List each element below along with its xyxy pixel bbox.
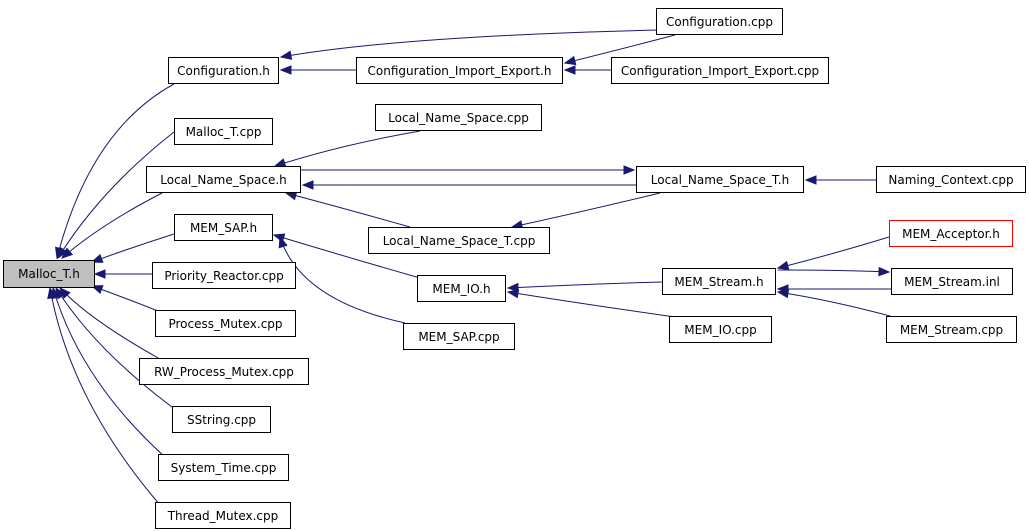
node-process-mutex-cpp[interactable]: Process_Mutex.cpp [155,310,296,337]
edge-thread-mutex-cpp-to-malloc-t-h [49,287,161,506]
edge-mem-acceptor-h-to-mem-stream-h [777,236,890,269]
node-sstring-cpp[interactable]: SString.cpp [172,406,271,433]
node-local-name-space-t-cpp[interactable]: Local_Name_Space_T.cpp [368,227,550,254]
arrowhead-configuration-h [279,65,292,75]
node-mem-sap-h[interactable]: MEM_SAP.h [174,214,273,241]
arrowhead-mem-stream-h [776,288,790,299]
arrowhead-malloc-t-h [60,247,74,259]
edge-mem-io-h-to-mem-sap-h [273,234,421,279]
arrowhead-mem-sap-h [278,235,288,249]
arrowhead-mem-io-h [506,288,520,299]
node-mem-io-h[interactable]: MEM_IO.h [417,275,506,302]
node-naming-context-cpp[interactable]: Naming_Context.cpp [876,166,1026,193]
node-priority-reactor-cpp[interactable]: Priority_Reactor.cpp [152,262,296,289]
arrowhead-local-name-space-t-h [804,175,817,185]
node-local-name-space-cpp[interactable]: Local_Name_Space.cpp [375,104,542,131]
edge-local-name-space-cpp-to-local-name-space-h [274,130,421,167]
node-mem-acceptor-h[interactable]: MEM_Acceptor.h [889,220,1013,247]
edge-malloc-t-cpp-to-malloc-t-h [57,131,175,259]
node-mem-io-cpp[interactable]: MEM_IO.cpp [669,316,772,343]
arrowhead-malloc-t-h [93,269,106,279]
arrowhead-local-name-space-t-h [623,165,636,175]
node-configuration-h[interactable]: Configuration.h [168,57,279,84]
arrowhead-malloc-t-h [47,286,57,300]
edge-mem-stream-h-to-mem-io-h [507,281,663,289]
arrowhead-mem-stream-inl [878,266,891,277]
node-local-name-space-h[interactable]: Local_Name_Space.h [146,166,301,193]
arrowhead-configuration-import-export-h [563,65,576,75]
node-malloc-t-cpp[interactable]: Malloc_T.cpp [174,118,273,145]
edge-sstring-cpp-to-malloc-t-h [55,287,177,411]
edge-mem-sap-cpp-to-mem-sap-h [279,236,406,324]
arrowhead-configuration-import-export-h [563,55,577,66]
edge-configuration-cpp-to-configuration-h [280,29,661,58]
arrowhead-local-name-space-h [301,180,314,190]
node-mem-stream-h[interactable]: MEM_Stream.h [662,268,776,295]
edge-mem-io-cpp-to-mem-io-h [507,291,676,318]
arrowhead-configuration-h [279,50,293,60]
node-malloc-t-h: Malloc_T.h [3,260,95,288]
arrowhead-mem-stream-h [776,260,790,271]
node-configuration-cpp[interactable]: Configuration.cpp [656,8,783,35]
arrowhead-malloc-t-h [57,246,68,260]
node-system-time-cpp[interactable]: System_Time.cpp [158,454,289,481]
edge-configuration-h-to-malloc-t-h [56,83,175,259]
node-rw-process-mutex-cpp[interactable]: RW_Process_Mutex.cpp [139,358,309,385]
edge-local-name-space-h-to-malloc-t-h [61,192,163,259]
edge-local-name-space-t-h-to-local-name-space-t-cpp [511,192,661,228]
node-configuration-import-export-cpp[interactable]: Configuration_Import_Export.cpp [611,57,829,84]
node-mem-stream-cpp[interactable]: MEM_Stream.cpp [886,316,1017,343]
node-mem-stream-inl[interactable]: MEM_Stream.inl [891,268,1013,295]
node-configuration-import-export-h[interactable]: Configuration_Import_Export.h [356,57,563,84]
edge-mem-stream-h-to-mem-stream-inl [777,269,890,273]
node-local-name-space-t-h[interactable]: Local_Name_Space_T.h [636,166,804,193]
arrowhead-mem-io-h [506,282,519,293]
edge-mem-stream-cpp-to-mem-stream-h [777,291,891,317]
node-thread-mutex-cpp[interactable]: Thread_Mutex.cpp [155,502,291,529]
edge-system-time-cpp-to-malloc-t-h [52,287,166,458]
node-mem-sap-cpp[interactable]: MEM_SAP.cpp [403,323,515,350]
edge-local-name-space-t-cpp-to-local-name-space-h [285,192,411,228]
